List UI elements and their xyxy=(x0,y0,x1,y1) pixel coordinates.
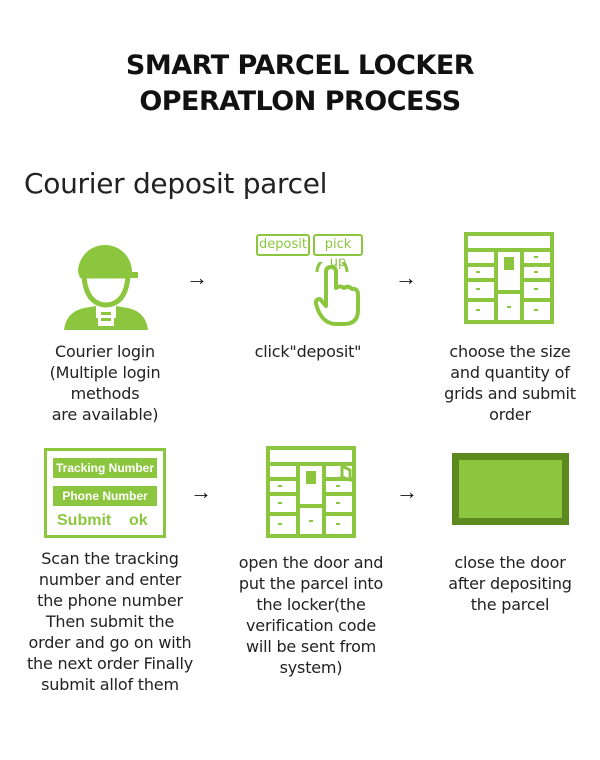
arrow-right-icon: → xyxy=(395,265,417,290)
touch-screen-icon: deposit pick up xyxy=(256,234,366,329)
page-title-line-2: OPERATLON PROCESS xyxy=(139,86,461,117)
section-title: Courier deposit parcel xyxy=(24,167,328,200)
arrow-right-icon: → xyxy=(186,265,208,290)
submit-label: Submit xyxy=(57,512,112,529)
deposit-button: deposit xyxy=(256,234,310,256)
door-panel xyxy=(459,460,562,518)
page-title-line-1: SMART PARCEL LOCKER xyxy=(125,50,475,81)
arrow-right-icon: → xyxy=(190,479,212,504)
step-caption: Scan the tracking number and enter the p… xyxy=(26,549,193,694)
arrow-right-icon: → xyxy=(396,479,418,504)
ok-label: ok xyxy=(129,512,148,529)
form-icon: Tracking Number Phone Number Submit ok xyxy=(44,448,166,538)
locker-icon xyxy=(464,232,554,329)
step-caption: click"deposit" xyxy=(254,342,362,361)
step-caption: choose the size and quantity of grids an… xyxy=(444,342,576,424)
step-caption: open the door and put the parcel into th… xyxy=(238,553,384,677)
open-locker-icon xyxy=(266,446,356,543)
step-caption: Courier login (Multiple login methods ar… xyxy=(49,342,161,424)
step-caption: close the door after depositing the parc… xyxy=(448,553,572,614)
hand-pointer-icon xyxy=(313,262,360,326)
closed-door-icon xyxy=(452,453,569,525)
phone-number-field: Phone Number xyxy=(53,486,157,506)
tracking-number-field: Tracking Number xyxy=(53,458,157,478)
pickup-button: pick up xyxy=(313,234,363,270)
courier-icon xyxy=(56,232,156,337)
